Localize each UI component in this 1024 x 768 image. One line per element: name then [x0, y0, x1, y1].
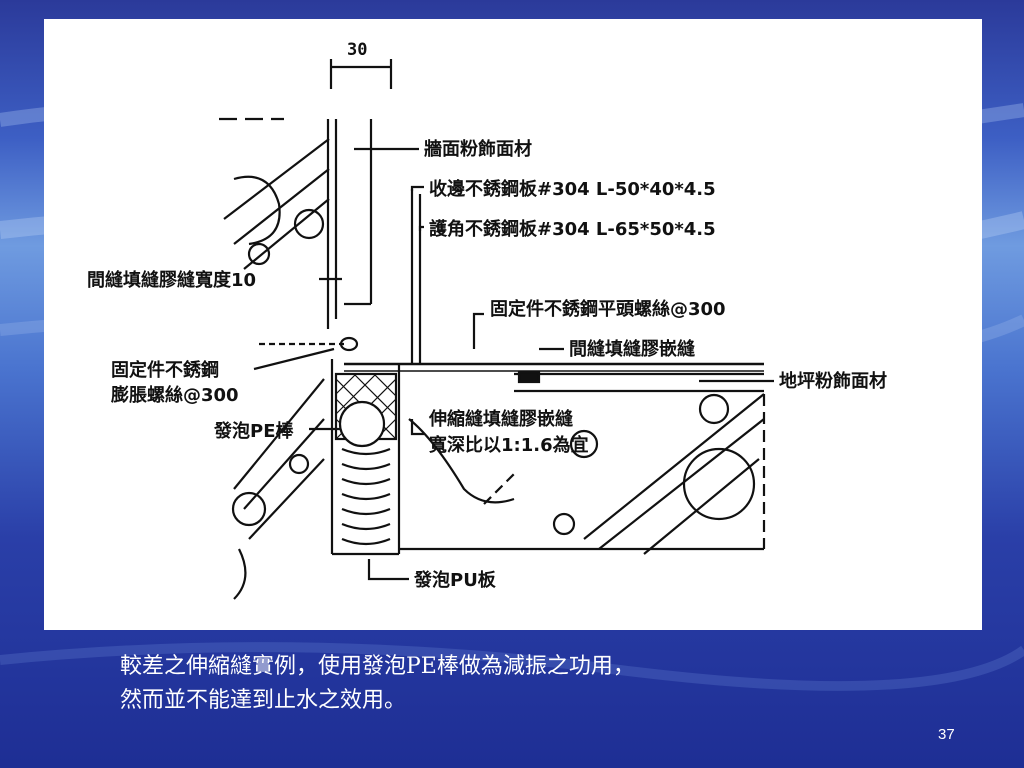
edge-plate-label: 收邊不銹鋼板#304 L-50*40*4.5 — [429, 178, 716, 200]
anchor-bolt-label-line1: 固定件不銹鋼 — [111, 359, 219, 381]
corner-plate-label: 護角不銹鋼板#304 L-65*50*4.5 — [429, 218, 716, 240]
joint-sealant-inlay-label: 間縫填縫膠嵌縫 — [569, 338, 695, 360]
pe-rod-label: 發泡PE棒 — [213, 420, 294, 442]
slide-caption: 較差之伸縮縫實例，使用發泡PE棒做為減振之功用， 然而並不能達到止水之效用。 — [120, 650, 940, 718]
caption-line-1: 較差之伸縮縫實例，使用發泡PE棒做為減振之功用， — [120, 654, 635, 679]
pu-board-label: 發泡PU板 — [413, 569, 497, 591]
expansion-sealant-label-line1: 伸縮縫填縫膠嵌縫 — [428, 408, 573, 430]
screw-top-label: 固定件不銹鋼平頭螺絲@300 — [490, 298, 726, 320]
expansion-sealant-label-line2: 寬深比以1:1.6為宜 — [428, 434, 589, 456]
floor-finish-label: 地坪粉飾面材 — [779, 370, 887, 392]
caption-line-2: 然而並不能達到止水之效用。 — [120, 688, 407, 713]
diagram-panel: 30 牆面粉飾面材 收邊不銹鋼板#304 L-50*40*4.5 護角不銹鋼板#… — [44, 19, 982, 630]
wall-finish-label: 牆面粉飾面材 — [424, 138, 532, 160]
expansion-joint-drawing: 30 牆面粉飾面材 收邊不銹鋼板#304 L-50*40*4.5 護角不銹鋼板#… — [87, 40, 887, 600]
anchor-bolt-label-line2: 膨脹螺絲@300 — [110, 384, 239, 406]
dimension-30-label: 30 — [347, 40, 367, 60]
joint-sealant-width-label: 間縫填縫膠縫寬度10 — [87, 269, 256, 291]
page-number: 37 — [938, 726, 955, 743]
